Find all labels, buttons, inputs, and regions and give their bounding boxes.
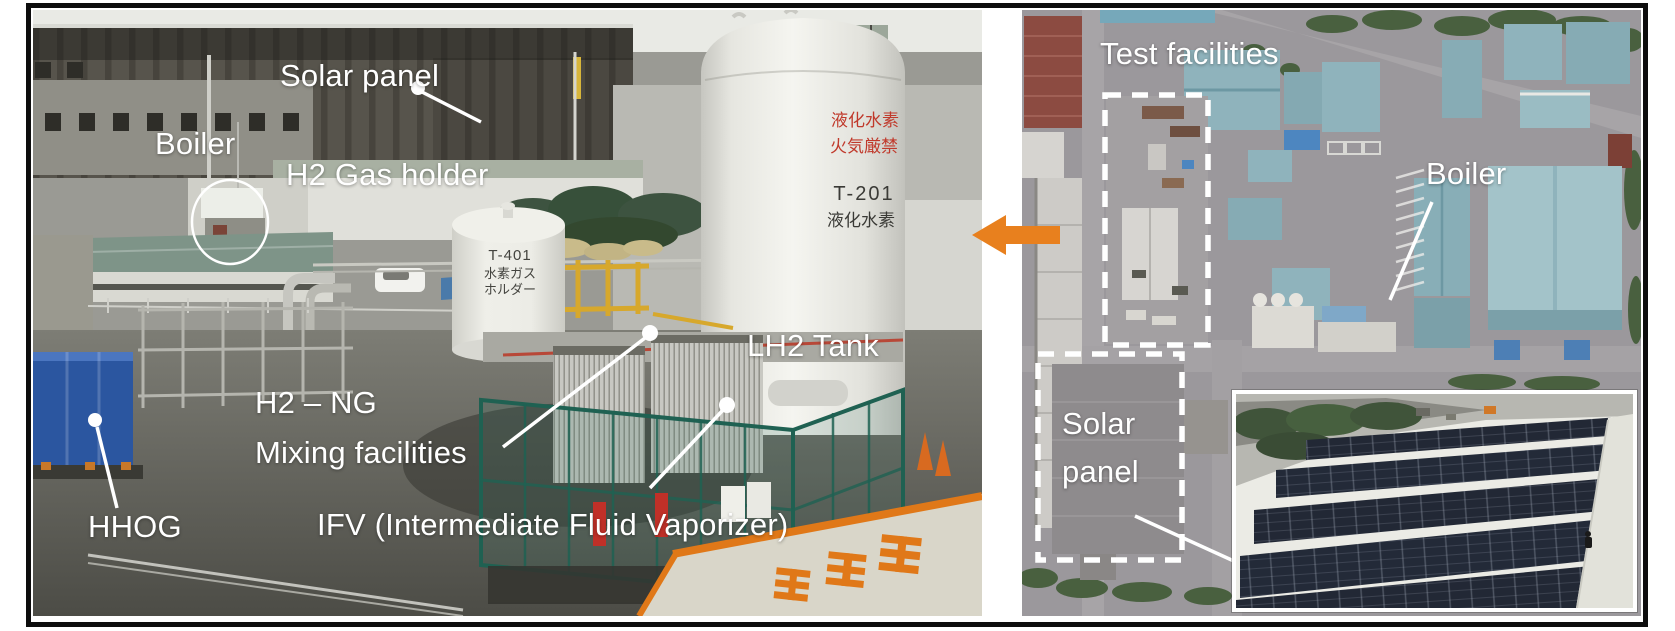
plant-cluster (1252, 293, 1396, 352)
mixing-pointer-line (501, 336, 647, 449)
inset-scene (1236, 394, 1633, 608)
ifv-pointer-line (648, 408, 725, 490)
figure-frame (26, 3, 1648, 627)
test-facilities-dashed-box (1102, 92, 1211, 348)
lh2-tank-vessel: 液化水素 火気厳禁 T-201 液化水素 (701, 10, 905, 435)
left-wall-windows (33, 62, 313, 175)
aerial-trees (1022, 10, 1641, 605)
hhog-pointer-dot (88, 413, 102, 427)
label-solar-line1: Solar (1062, 406, 1136, 441)
label-hhog: HHOG (88, 509, 182, 544)
boiler-pointer-line (1388, 201, 1434, 301)
excavator (1484, 406, 1496, 414)
label-test-facilities: Test facilities (1100, 36, 1279, 71)
lh2-black-line2: 液化水素 (827, 211, 895, 230)
solar-pointer-line (1134, 514, 1237, 564)
big-right-building (1488, 166, 1622, 330)
horizontal-vessel (768, 380, 848, 406)
parking-marks (1327, 141, 1425, 292)
label-boiler: Boiler (155, 126, 236, 161)
teal-roof-building (87, 232, 334, 302)
roof-walkway (1576, 414, 1633, 608)
red-sign (655, 493, 668, 537)
left-photo-scene: T-401 水素ガス ホルダー 液化水素 火気厳禁 T-201 液化水素 (33, 10, 982, 616)
lh2-black-line1: T-201 (833, 183, 894, 205)
lh2-red-line2: 火気厳禁 (830, 137, 898, 156)
white-sign (721, 486, 745, 522)
solar-panel-dashed-box (1035, 351, 1185, 563)
lh2-red-line1: 液化水素 (831, 111, 899, 130)
t401-line2: 水素ガス (484, 266, 536, 281)
label-solar-line2: panel (1062, 454, 1139, 489)
hhog-unit (33, 352, 143, 479)
left-photo: T-401 水素ガス ホルダー 液化水素 火気厳禁 T-201 液化水素 (33, 10, 982, 616)
person-figure (1585, 531, 1592, 548)
label-solar-panel: Solar panel (280, 58, 440, 93)
label-lh2-tank: LH2 Tank (747, 328, 880, 363)
boiler-circle-annotation (190, 178, 270, 266)
left-arrow (970, 212, 1062, 258)
traffic-cone (917, 432, 933, 470)
solar-panel-pointer-line (421, 90, 482, 124)
solar-panel-pointer-dot (411, 81, 425, 95)
label-boiler-aerial: Boiler (1426, 156, 1507, 191)
solar-array-rows (1236, 416, 1633, 608)
label-h2-gas-holder: H2 Gas holder (286, 157, 489, 192)
ground-marking-pad (636, 492, 982, 616)
t401-tank-text: T-401 水素ガス ホルダー (484, 247, 536, 297)
t401-line3: ホルダー (484, 282, 536, 297)
silver-rack (137, 302, 354, 408)
lh2-tank-text: 液化水素 火気厳禁 T-201 液化水素 (827, 111, 899, 230)
teal-buildings (1184, 22, 1632, 360)
boiler-building (1414, 178, 1470, 348)
white-sign (747, 482, 771, 518)
ifv-pointer-dot (719, 397, 735, 413)
right-photo: Test facilities Boiler Solar panel (1022, 10, 1641, 616)
red-sign (593, 502, 606, 546)
hhog-pointer-line (95, 426, 119, 509)
traffic-cone (935, 440, 951, 476)
left-arrow-icon (972, 215, 1060, 255)
left-industrial (33, 235, 351, 345)
solar-roof-building (1052, 364, 1228, 580)
t401-line1: T-401 (488, 247, 531, 264)
solar-panel-inset-photo (1232, 390, 1637, 612)
t401-tank: T-401 水素ガス ホルダー (452, 202, 565, 362)
ground-marking (773, 534, 922, 602)
annotation-overlay (88, 81, 735, 509)
label-mixing-facilities: Mixing facilities (255, 435, 467, 470)
red-building (1022, 16, 1082, 178)
test-facilities-area (1106, 96, 1208, 344)
mixing-pointer-dot (642, 325, 658, 341)
label-ifv: IFV (Intermediate Fluid Vaporizer) (317, 507, 789, 542)
label-h2-ng: H2 – NG (255, 385, 377, 420)
